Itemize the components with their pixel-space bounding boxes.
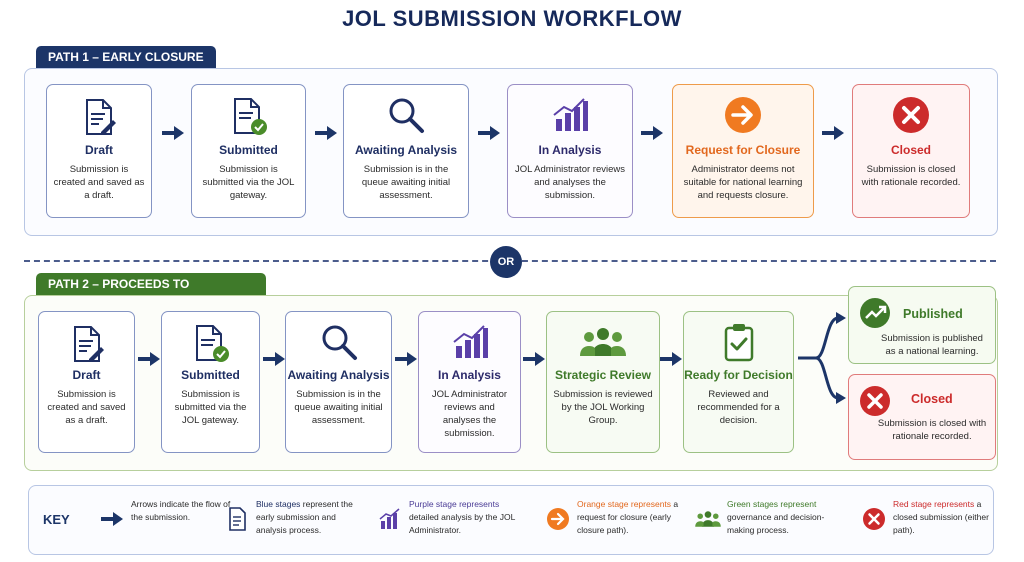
bar-chart-icon xyxy=(419,322,520,362)
path1-stage-request-for-closure[interactable]: Request for Closure Administrator deems … xyxy=(672,84,814,218)
path2-stage-awaiting-analysis[interactable]: Awaiting Analysis Submission is in the q… xyxy=(285,311,392,453)
key-text: governance and decision-making process. xyxy=(727,512,825,535)
document-check-icon xyxy=(162,324,259,364)
bar-chart-icon xyxy=(508,95,632,135)
stage-title: In Analysis xyxy=(438,368,501,382)
key-item-purple: Purple stage represents detailed analysi… xyxy=(377,496,527,546)
stage-title: Ready for Decision xyxy=(684,368,793,382)
key-item-blue: Blue stages represent the early submissi… xyxy=(224,496,374,546)
x-circle-icon xyxy=(860,386,890,416)
flow-arrow-icon xyxy=(822,126,844,140)
legend-key: KEY Arrows indicate the flow of the subm… xyxy=(28,485,994,555)
path-2-label: PATH 2 – PROCEEDS TO PUBLICATION xyxy=(36,273,266,313)
x-circle-icon xyxy=(853,95,969,135)
path2-stage-in-analysis[interactable]: In Analysis JOL Administrator reviews an… xyxy=(418,311,521,453)
key-item-arrows: Arrows indicate the flow of the submissi… xyxy=(99,496,249,546)
path2-outcome-published[interactable]: Published Submission is published as a n… xyxy=(848,286,996,364)
bar-chart-icon xyxy=(377,506,403,532)
key-item-red: Red stage represents a closed submission… xyxy=(861,496,991,546)
x-circle-icon xyxy=(861,506,887,532)
key-item-orange: Orange stage represents a request for cl… xyxy=(545,496,695,546)
key-title: KEY xyxy=(43,512,70,527)
stage-description: Submission is created and saved as a dra… xyxy=(53,164,145,201)
trend-up-icon xyxy=(860,298,890,328)
stage-description: Reviewed and recommended for a decision. xyxy=(697,389,780,426)
flow-arrow-icon xyxy=(523,352,545,366)
group-icon xyxy=(695,506,721,532)
flow-arrow-icon xyxy=(162,126,184,140)
arrow-circle-icon xyxy=(545,506,571,532)
document-icon xyxy=(224,506,250,532)
stage-description: Administrator deems not suitable for nat… xyxy=(683,164,803,201)
key-text: Arrows indicate the flow of the submissi… xyxy=(131,499,231,522)
key-item-green: Green stages represent governance and de… xyxy=(695,496,845,546)
path2-stage-strategic-review[interactable]: Strategic Review Submission is reviewed … xyxy=(546,311,660,453)
key-lead: Orange stage represents xyxy=(577,499,672,509)
stage-title: Closed xyxy=(890,143,931,157)
stage-description: Submission is reviewed by the JOL Workin… xyxy=(553,389,653,426)
path-1-label: PATH 1 – EARLY CLOSURE xyxy=(36,46,216,68)
path1-stage-closed[interactable]: Closed Submission is closed with rationa… xyxy=(852,84,970,218)
stage-description: Submission is submitted via the JOL gate… xyxy=(174,389,247,426)
magnifier-icon xyxy=(286,322,391,362)
arrow-circle-icon xyxy=(673,95,813,135)
flow-arrow-icon xyxy=(315,126,337,140)
stage-title: Strategic Review xyxy=(554,368,652,382)
path2-outcome-closed[interactable]: Closed Submission is closed with rationa… xyxy=(848,374,996,460)
stage-description: Submission is in the queue awaiting init… xyxy=(294,389,383,426)
flow-arrow-icon xyxy=(660,352,682,366)
stage-description: Submission is in the queue awaiting init… xyxy=(361,164,451,201)
stage-title: Submitted xyxy=(181,368,240,382)
path1-stage-in-analysis[interactable]: In Analysis JOL Administrator reviews an… xyxy=(507,84,633,218)
key-lead: Purple stage represents xyxy=(409,499,500,509)
group-icon xyxy=(547,322,659,362)
flow-arrow-icon xyxy=(263,352,285,366)
key-text: detailed analysis by the JOL Administrat… xyxy=(409,512,515,535)
stage-title: In Analysis xyxy=(538,143,602,157)
stage-description: Submission is created and saved as a dra… xyxy=(47,389,126,426)
stage-title: Request for Closure xyxy=(685,143,801,157)
page-title: JOL SUBMISSION WORKFLOW xyxy=(342,6,682,31)
path1-stage-awaiting-analysis[interactable]: Awaiting Analysis Submission is in the q… xyxy=(343,84,469,218)
document-pen-icon xyxy=(47,97,151,137)
flow-arrow-icon xyxy=(478,126,500,140)
stage-description: Submission is closed with rationale reco… xyxy=(861,164,961,188)
branch-arrows-icon xyxy=(798,312,846,404)
flow-arrow-icon xyxy=(138,352,160,366)
path2-stage-submitted[interactable]: Submitted Submission is submitted via th… xyxy=(161,311,260,453)
stage-title: Draft xyxy=(84,143,113,157)
outcome-title: Closed xyxy=(911,392,953,406)
path2-stage-ready-for-decision[interactable]: Ready for Decision Reviewed and recommen… xyxy=(683,311,794,453)
stage-description: Submission is submitted via the JOL gate… xyxy=(202,164,295,201)
or-badge: OR xyxy=(490,246,522,278)
outcome-description: Submission is closed with rationale reco… xyxy=(877,418,987,442)
key-lead: Blue stages xyxy=(256,499,301,509)
stage-title: Awaiting Analysis xyxy=(287,368,390,382)
key-text: a request for closure (early closure pat… xyxy=(577,499,679,535)
stage-description: JOL Administrator reviews and analyses t… xyxy=(431,389,508,439)
outcome-description: Submission is published as a national le… xyxy=(881,333,983,357)
flow-arrow-icon xyxy=(641,126,663,140)
arrow-icon xyxy=(99,506,125,532)
path1-stage-draft[interactable]: Draft Submission is created and saved as… xyxy=(46,84,152,218)
stage-description: JOL Administrator reviews and analyses t… xyxy=(515,164,625,201)
document-pen-icon xyxy=(39,324,134,364)
document-check-icon xyxy=(192,97,305,137)
stage-title: Awaiting Analysis xyxy=(354,143,458,157)
flow-arrow-icon xyxy=(395,352,417,366)
key-text: represent the early submission and analy… xyxy=(256,499,353,535)
magnifier-icon xyxy=(344,95,468,135)
clipboard-check-icon xyxy=(684,322,793,362)
key-text: a closed submission (either path). xyxy=(893,499,989,535)
stage-title: Submitted xyxy=(219,143,278,157)
key-lead: Green stages represent xyxy=(727,499,817,509)
outcome-title: Published xyxy=(903,307,963,321)
stage-title: Draft xyxy=(72,368,101,382)
path1-stage-submitted[interactable]: Submitted Submission is submitted via th… xyxy=(191,84,306,218)
path2-stage-draft[interactable]: Draft Submission is created and saved as… xyxy=(38,311,135,453)
key-lead: Red stage represents xyxy=(893,499,975,509)
